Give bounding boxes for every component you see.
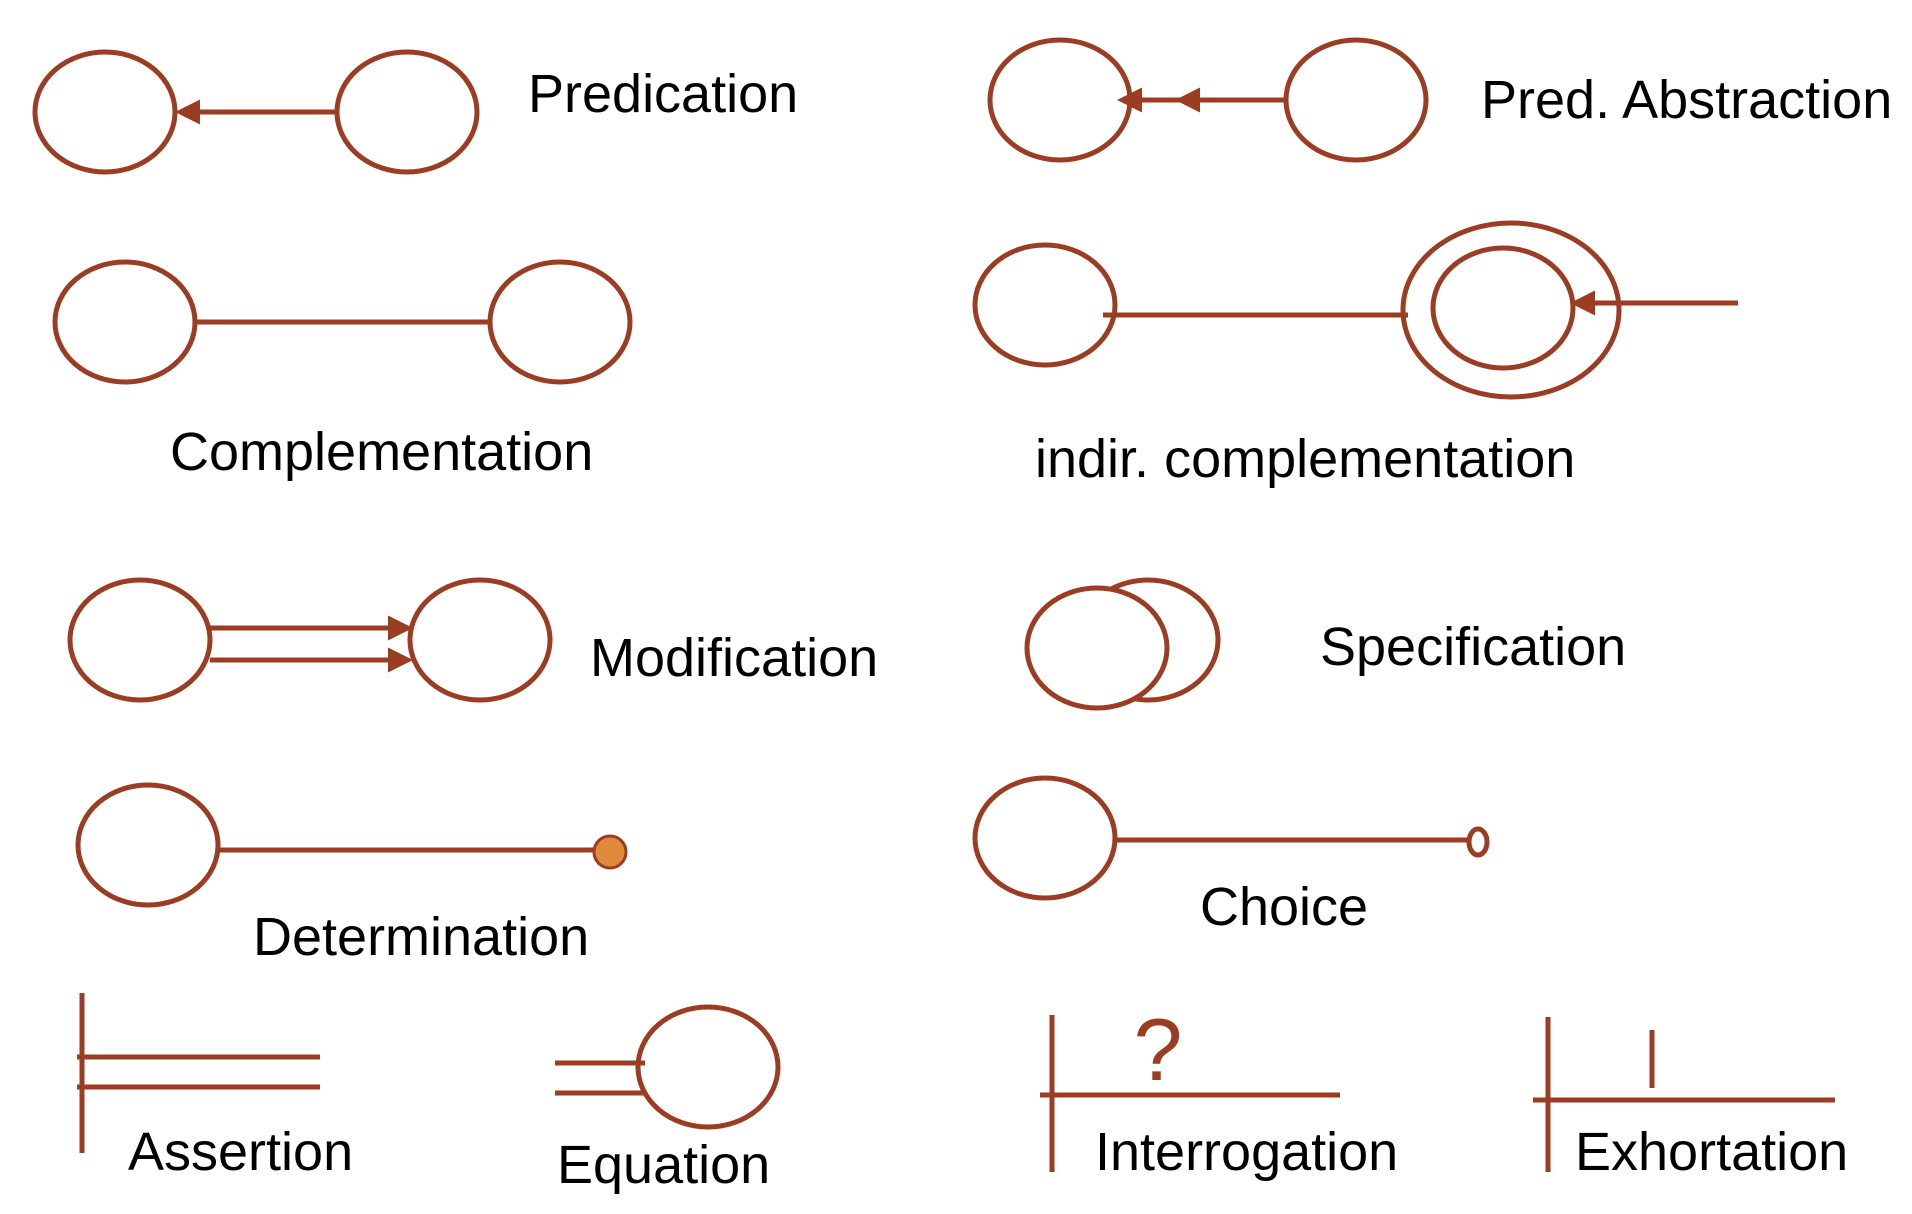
label-interrogation: Interrogation [1095, 1122, 1398, 1182]
choice-symbol [972, 775, 1490, 901]
label-specification: Specification [1320, 617, 1626, 677]
indir-complementation-outer-ring [1400, 220, 1622, 400]
label-determination: Determination [253, 907, 589, 967]
choice-node [972, 775, 1118, 901]
exhortation-symbol [1533, 1017, 1835, 1172]
pred-abstraction-right-node [1283, 37, 1429, 163]
label-pred-abstraction: Pred. Abstraction [1481, 70, 1892, 130]
predication-right-node [334, 49, 480, 175]
modification-left-node [67, 577, 213, 703]
complementation-left-node [52, 259, 198, 385]
complementation-right-node [487, 259, 633, 385]
assertion-symbol [77, 993, 320, 1153]
specification-front-node [1024, 585, 1170, 711]
label-assertion: Assertion [128, 1122, 353, 1182]
interrogation-symbol [1040, 1015, 1340, 1172]
complementation-symbol [52, 259, 633, 385]
predication-symbol [32, 49, 480, 175]
pred-abstraction-symbol [987, 37, 1429, 163]
label-predication: Predication [528, 64, 798, 124]
equation-node [635, 1004, 781, 1130]
label-complementation: Complementation [170, 422, 593, 482]
specification-symbol [1024, 577, 1221, 711]
label-modification: Modification [590, 628, 878, 688]
label-exhortation: Exhortation [1575, 1122, 1848, 1182]
equation-symbol [555, 1004, 781, 1130]
determination-end-dot [592, 834, 628, 870]
modification-right-node [407, 577, 553, 703]
predication-left-node [32, 49, 178, 175]
interrogation-mark: ? [1134, 1000, 1183, 1099]
modification-symbol [67, 577, 553, 703]
choice-end-ring [1466, 826, 1490, 858]
determination-node [75, 782, 221, 908]
pred-abstraction-left-node [987, 37, 1133, 163]
label-indir-complementation: indir. complementation [1035, 429, 1575, 489]
label-choice: Choice [1200, 877, 1368, 937]
indir-complementation-inner-node [1430, 245, 1576, 371]
determination-symbol [75, 782, 628, 908]
indir-complementation-left-node [972, 242, 1118, 368]
indir-complementation-symbol [972, 220, 1738, 400]
label-equation: Equation [557, 1135, 770, 1195]
